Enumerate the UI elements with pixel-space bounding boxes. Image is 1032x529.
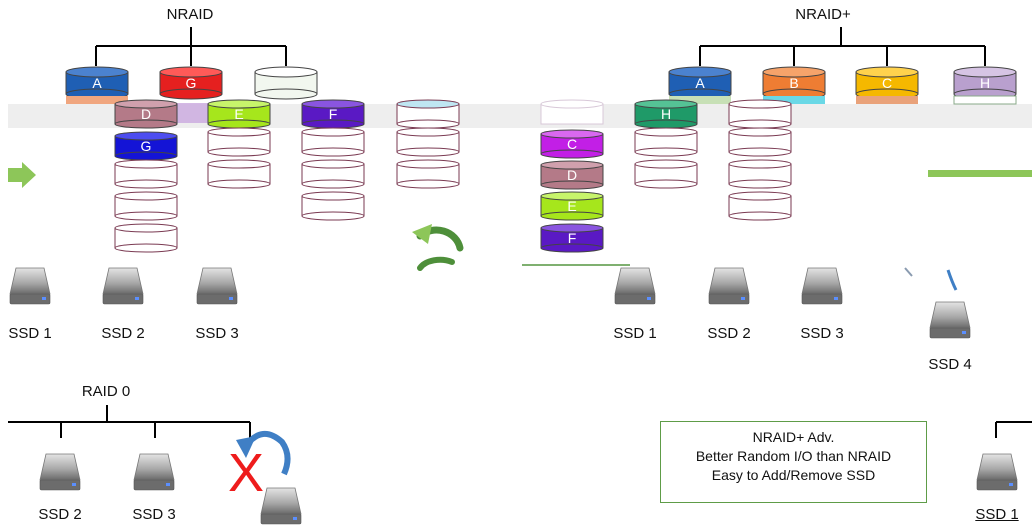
ssd-icon bbox=[976, 453, 1018, 491]
insert-arrow-icon bbox=[946, 269, 958, 291]
cylinder-d-center bbox=[540, 160, 604, 190]
ssd-icon bbox=[260, 487, 302, 525]
label-a-nraid-plus: A bbox=[695, 75, 705, 91]
faded-cyan-edge bbox=[763, 96, 825, 104]
ssd-label-raid0-2: SSD 2 bbox=[38, 506, 82, 523]
ssd-label-nraid-plus-4: SSD 4 bbox=[928, 356, 972, 373]
raid0-title: RAID 0 bbox=[81, 383, 131, 400]
ssd-label-nraid-plus-1: SSD 1 bbox=[613, 325, 657, 342]
label-h-mid: H bbox=[661, 106, 671, 122]
ssd-label-nraid-plus-3: SSD 3 bbox=[800, 325, 844, 342]
cylinder-e-mid bbox=[207, 99, 271, 129]
label-d-mid: D bbox=[141, 106, 151, 122]
nraid-title: NRAID bbox=[166, 6, 214, 23]
empty-stack-2 bbox=[207, 127, 271, 189]
label-h-nraid-plus: H bbox=[980, 75, 990, 91]
advantages-line-2: Easy to Add/Remove SSD bbox=[711, 467, 876, 483]
cylinder-b-faded bbox=[540, 99, 604, 125]
ssd-icon bbox=[708, 267, 750, 305]
cylinder-g-blue bbox=[114, 131, 178, 161]
cylinder-letters: A G A B C H D E F H G C D E F bbox=[92, 75, 990, 246]
ssd-icon bbox=[801, 267, 843, 305]
label-g-nraid: G bbox=[186, 75, 197, 91]
ssd-icon bbox=[929, 301, 971, 339]
left-green-arrow bbox=[8, 162, 36, 188]
label-a-nraid: A bbox=[92, 75, 102, 91]
label-f-mid: F bbox=[329, 106, 338, 122]
faded-white-edge bbox=[953, 95, 1017, 105]
label-e-center: E bbox=[567, 198, 576, 214]
empty-stack-3 bbox=[301, 127, 365, 221]
ssd-icon bbox=[133, 453, 175, 491]
empty-stack-4 bbox=[396, 99, 460, 189]
nraid-plus-tree-lines bbox=[699, 27, 986, 66]
ssd-label-right-1: SSD 1 bbox=[975, 506, 1019, 523]
label-b-nraid-plus: B bbox=[789, 75, 798, 91]
cylinder-f-center bbox=[540, 223, 604, 253]
ssd-icon bbox=[9, 267, 51, 305]
advantages-box: NRAID+ Adv. Better Random I/O than NRAID… bbox=[660, 421, 927, 503]
ssd-label-raid0-3: SSD 3 bbox=[132, 506, 176, 523]
cylinder-empty-nraid bbox=[254, 66, 318, 100]
label-e-mid: E bbox=[234, 106, 243, 122]
label-f-center: F bbox=[568, 230, 577, 246]
label-d-center: D bbox=[567, 167, 577, 183]
ssd-label-nraid-3: SSD 3 bbox=[195, 325, 239, 342]
insert-mark-icon bbox=[904, 267, 913, 277]
ssd-label-nraid-1: SSD 1 bbox=[8, 325, 52, 342]
nraid-plus-title: NRAID+ bbox=[795, 6, 851, 23]
label-c-center: C bbox=[567, 136, 577, 152]
advantages-line-1: Better Random I/O than NRAID bbox=[695, 448, 892, 464]
cylinder-e-center bbox=[540, 191, 604, 221]
cylinder-f-mid bbox=[301, 99, 365, 129]
nraid-ssd-icons bbox=[9, 267, 238, 305]
nraid-top-cylinders bbox=[65, 66, 318, 100]
faded-orange-edge bbox=[66, 96, 128, 104]
cylinder-c-center bbox=[540, 129, 604, 159]
cylinder-g-nraid bbox=[159, 66, 223, 100]
cylinder-d-mid bbox=[114, 99, 178, 129]
ssd-icon bbox=[614, 267, 656, 305]
ssd-icon bbox=[196, 267, 238, 305]
nraid-tree-lines bbox=[95, 27, 287, 66]
center-stack bbox=[540, 99, 604, 253]
ssd-icon bbox=[39, 453, 81, 491]
label-g-blue: G bbox=[141, 138, 152, 154]
empty-stack-1 bbox=[114, 159, 178, 253]
failure-x-mark: X bbox=[228, 443, 265, 503]
ssd-label-nraid-2: SSD 2 bbox=[101, 325, 145, 342]
rotate-arrow bbox=[412, 224, 464, 271]
raid0-tree-lines bbox=[8, 405, 251, 438]
faded-orange-edge-2 bbox=[856, 96, 918, 104]
removal-arrow bbox=[236, 431, 291, 476]
empty-stack-5 bbox=[634, 127, 698, 189]
advantages-title: NRAID+ Adv. bbox=[752, 429, 835, 445]
empty-cylinder-stacks bbox=[114, 99, 792, 253]
label-c-nraid-plus: C bbox=[882, 75, 892, 91]
right-green-bar bbox=[928, 170, 1032, 177]
nraid-plus-top-cylinders bbox=[668, 66, 1017, 100]
right-raid-tree-lines bbox=[995, 421, 1032, 438]
ssd-icon bbox=[102, 267, 144, 305]
ssd-label-nraid-plus-2: SSD 2 bbox=[707, 325, 751, 342]
faded-green-edge bbox=[669, 96, 731, 104]
empty-stack-6 bbox=[728, 99, 792, 221]
